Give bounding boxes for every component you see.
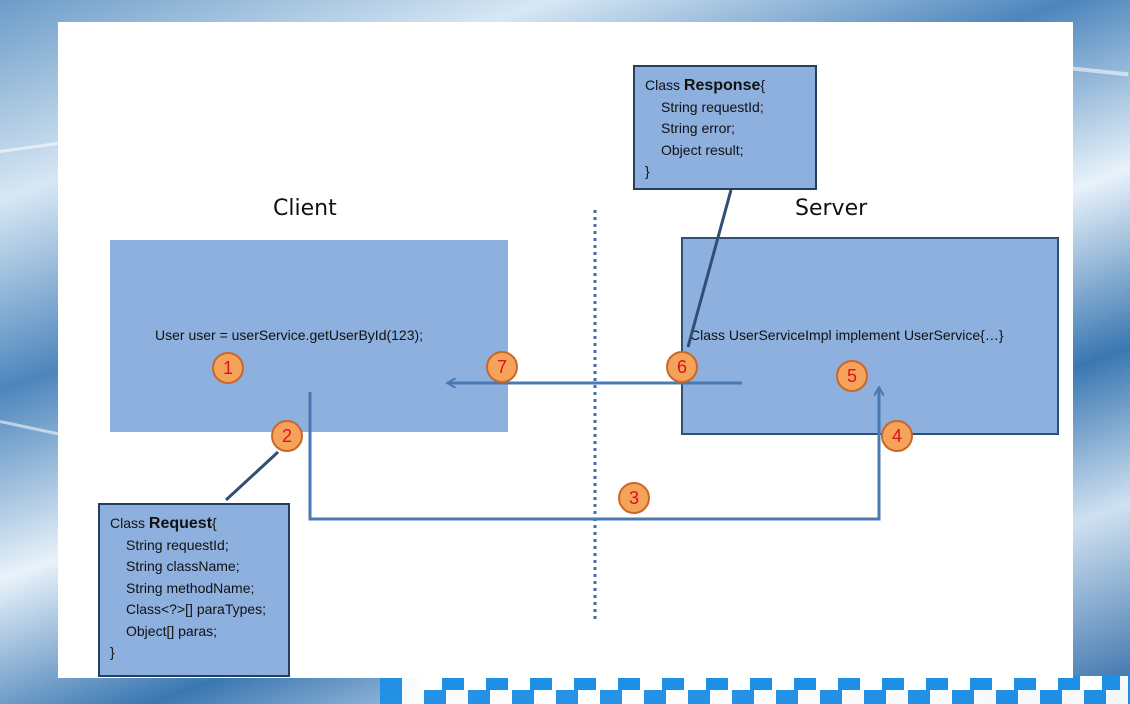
response-field: Object result; [661,141,744,158]
request-class-header: Class Request{ [110,513,278,535]
request-field: String requestId; [126,536,229,553]
request-field: Class<?>[] paraTypes; [126,601,267,617]
request-class-keyword: Class [110,515,149,531]
connector-lines [224,189,1073,622]
response-brace-close: } [645,163,650,179]
step-5-marker: 5 [836,360,868,392]
response-class-header: Class Response{ [645,75,805,97]
response-class-name: Response [683,77,761,94]
step-7-marker: 7 [486,351,518,383]
step-2-marker: 2 [271,420,303,452]
request-field: String methodName; [126,579,255,596]
bg-checker [420,676,1120,690]
request-brace-close: } [110,644,115,660]
request-class-box: Class Request{ String requestId; String … [98,503,290,677]
request-brace-open: { [212,515,217,531]
step-1-marker: 1 [212,352,244,384]
server-impl-text: Class UserServiceImpl implement UserServ… [690,327,1004,343]
step-6-marker: 6 [666,351,698,383]
response-field: String error; [661,120,735,136]
client-call-text: User user = userService.getUserById(123)… [155,327,424,343]
response-class-keyword: Class [645,77,684,93]
response-brace-open: { [760,77,766,93]
request-field: String className; [126,558,240,574]
slide-canvas: Client Server User user = userService.ge… [58,22,1073,678]
client-title: Client [273,196,337,221]
response-callout-line [686,189,733,348]
server-title: Server [795,196,868,221]
request-field: Object[] paras; [126,622,218,639]
request-class-name: Request [148,515,213,532]
response-field: String requestId; [661,98,764,115]
step-3-marker: 3 [618,482,650,514]
request-callout-line [224,450,280,502]
request-path [308,388,879,521]
server-box [681,237,1059,435]
step-4-marker: 4 [881,420,913,452]
response-class-box: Class Response{ String requestId; String… [633,65,817,190]
